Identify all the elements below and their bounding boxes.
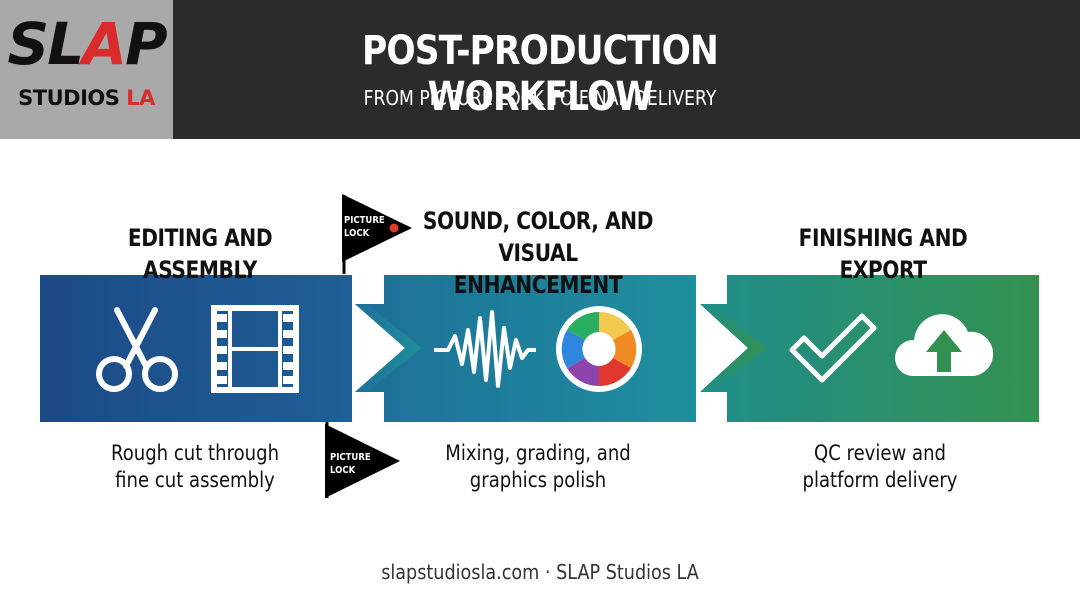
stage1-desc-line2: fine cut assembly <box>115 468 275 492</box>
flag-top-line2: LOCK <box>344 228 370 239</box>
stage3-title: FINISHING AND EXPORT <box>798 224 968 284</box>
stage2-desc-line2: graphics polish <box>469 468 607 492</box>
color-wheel-icon <box>556 306 642 392</box>
logo-studios: STUDIOS <box>18 86 120 110</box>
flag-top-label: PICTURE LOCK <box>344 214 387 240</box>
waveform-icon <box>434 310 536 388</box>
logo: SLAP STUDIOS LA <box>0 0 173 139</box>
picture-lock-flag-top <box>342 194 412 274</box>
stage3-desc-line2: platform delivery <box>802 468 958 492</box>
stage3-block <box>700 275 1039 422</box>
page-title: POST-PRODUCTION WORKFLOW <box>361 28 719 120</box>
stage3-desc-line1: QC review and <box>813 441 947 465</box>
stage2-title-line2: VISUAL ENHANCEMENT <box>453 239 623 299</box>
stage3-description: QC review and platform delivery <box>760 440 1001 494</box>
logo-subtext: STUDIOS LA <box>0 86 173 110</box>
stage1-title: EDITING AND ASSEMBLY <box>127 224 273 284</box>
page-subtitle: FROM PICTURE LOCK TO FINAL DELIVERY <box>363 86 717 110</box>
stage2-title: SOUND, COLOR, AND VISUAL ENHANCEMENT <box>412 205 664 301</box>
flag-bottom-line2: LOCK <box>330 465 356 476</box>
stage1-description: Rough cut through fine cut assembly <box>75 440 316 494</box>
scissors-icon <box>96 307 178 392</box>
stage2-description: Mixing, grading, and graphics polish <box>418 440 659 494</box>
logo-la: LA <box>126 86 155 110</box>
cloud-upload-icon <box>894 314 994 376</box>
header-bar: SLAP STUDIOS LA POST-PRODUCTION WORKFLOW… <box>0 0 1080 139</box>
arrow-1-2 <box>355 304 422 392</box>
stage2-title-line1: SOUND, COLOR, AND <box>422 207 654 235</box>
flag-bottom-label: PICTURE LOCK <box>330 451 373 477</box>
footer-text[interactable]: slapstudiosla.com · SLAP Studios LA <box>381 560 699 584</box>
arrow-2-3 <box>700 304 766 392</box>
checkmark-icon <box>789 313 877 383</box>
stage1-block <box>40 275 352 422</box>
stage2-desc-line1: Mixing, grading, and <box>445 441 631 465</box>
picture-lock-flag-bottom <box>325 422 400 498</box>
stage1-desc-line1: Rough cut through <box>110 441 280 465</box>
film-strip-icon <box>211 305 299 393</box>
logo-wordmark: SLAP <box>7 10 167 78</box>
flag-top-line1: PICTURE <box>344 215 385 226</box>
flag-bottom-line1: PICTURE <box>330 452 371 463</box>
